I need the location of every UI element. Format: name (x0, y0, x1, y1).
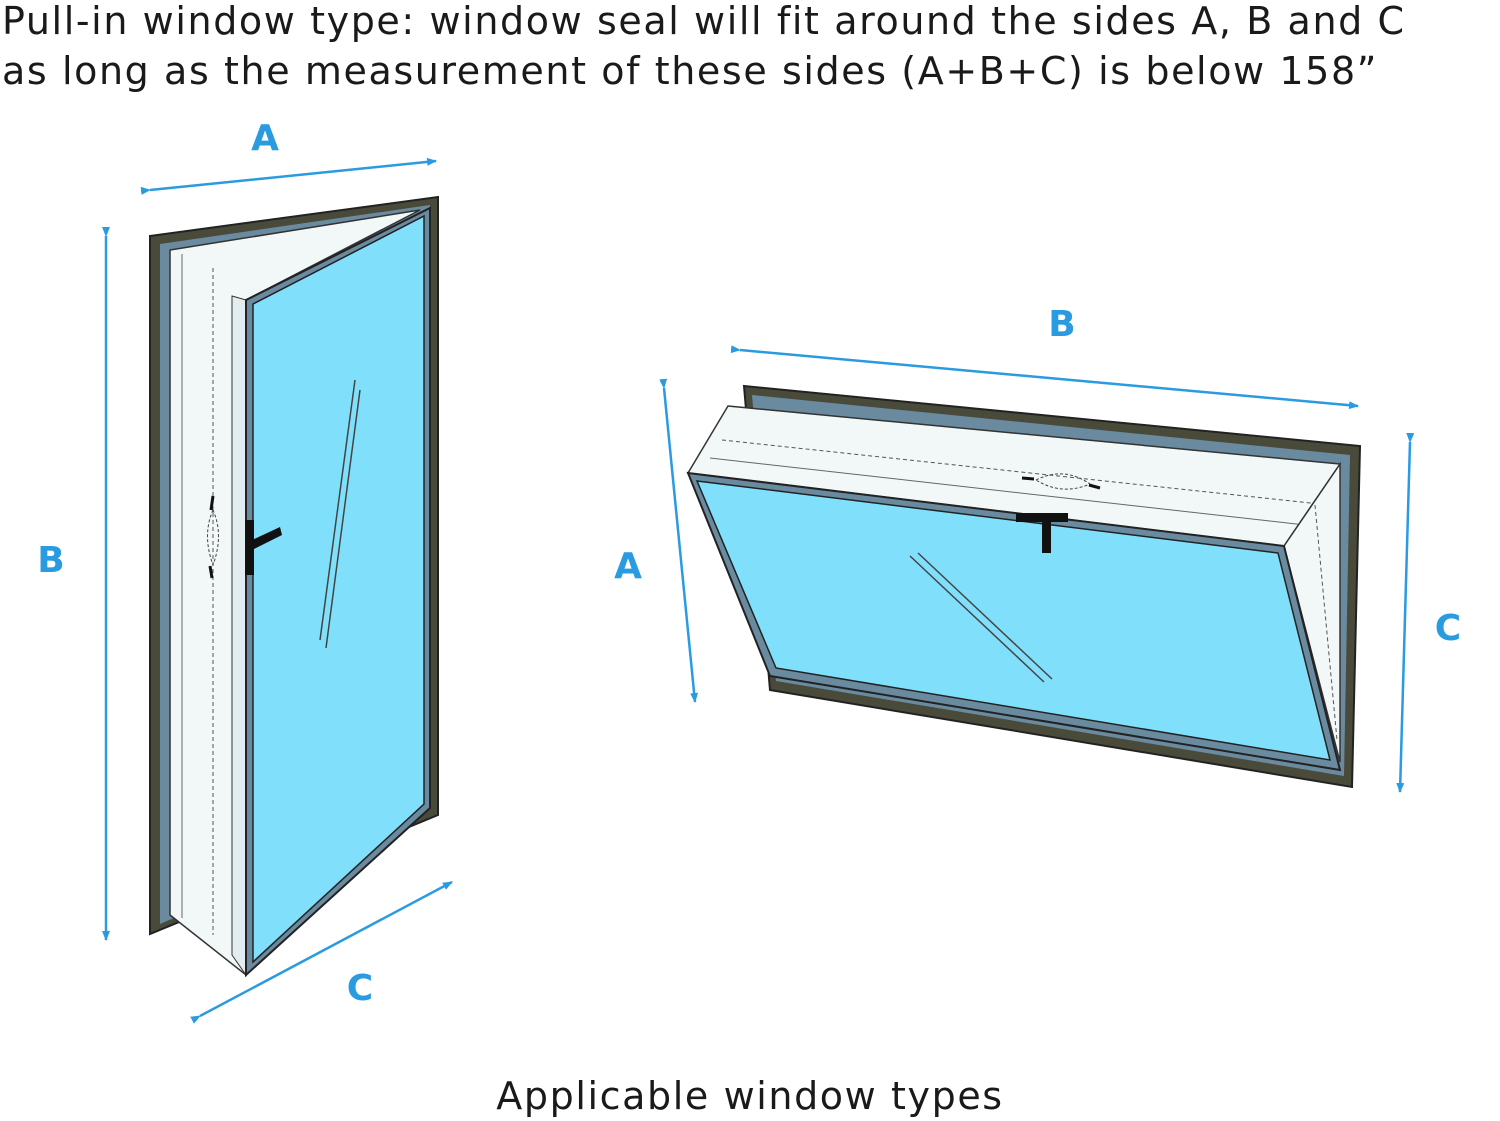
hopper-glass (695, 480, 1332, 761)
hopper-seal-opening (1021, 473, 1101, 490)
hopper-label-a: A (614, 546, 642, 587)
heading-line-1: Pull-in window type: window seal will fi… (2, 0, 1406, 43)
casement-sash-edge (231, 295, 247, 977)
casement-label-a: A (251, 118, 279, 159)
casement-glass (252, 214, 425, 964)
hopper-dimension-a-arrow (659, 378, 699, 703)
casement-seal-opening (207, 495, 219, 579)
heading-line-2: as long as the measurement of these side… (2, 49, 1379, 93)
hopper-handle (1016, 513, 1068, 553)
caption: Applicable window types (496, 1074, 1004, 1118)
hopper-dimension-b-arrow (730, 345, 1359, 410)
hopper-dimension-c-arrow (1396, 432, 1415, 793)
casement-label-c: C (347, 968, 373, 1009)
hopper-label-c: C (1435, 608, 1461, 649)
hopper-label-b: B (1048, 304, 1075, 345)
casement-handle (245, 520, 282, 575)
casement-window: A B C (37, 118, 453, 1024)
hopper-window: A B C (614, 304, 1461, 793)
casement-dimension-a-arrow (140, 157, 437, 195)
casement-label-b: B (37, 540, 64, 581)
heading: Pull-in window type: window seal will fi… (2, 0, 1500, 96)
casement-dimension-c-arrow (190, 880, 453, 1024)
